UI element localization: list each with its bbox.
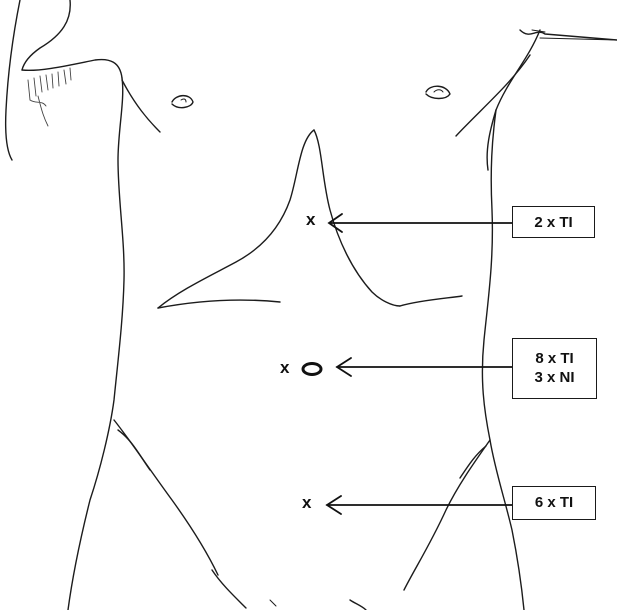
- left-shoulder-outline: [22, 0, 70, 70]
- marker-x-umbilical: x: [280, 359, 289, 376]
- left-nipple: [172, 96, 193, 108]
- label-box-lower: 6 x TI: [512, 486, 596, 520]
- pubic-line-left: [212, 570, 246, 608]
- subcostal-left: [158, 300, 280, 308]
- label-box-umbilical: 8 x TI 3 x NI: [512, 338, 597, 399]
- inguinal-right: [404, 440, 490, 590]
- pubic-line-right: [350, 600, 366, 610]
- inguinal-left: [114, 420, 218, 575]
- marker-x-lower: x: [302, 494, 311, 511]
- left-arm-outline: [6, 0, 20, 160]
- inguinal-left-inner: [118, 430, 150, 470]
- label-lower-line-1: 6 x TI: [513, 493, 595, 512]
- left-flank-outline: [68, 78, 124, 610]
- left-chest-line: [122, 80, 160, 132]
- umbilicus-circle: [303, 364, 321, 375]
- right-nipple: [426, 86, 450, 98]
- rib-cage-right: [314, 130, 400, 306]
- left-axilla-outline: [22, 60, 122, 78]
- label-umbilical-line-2: 3 x NI: [513, 368, 596, 387]
- label-upper-line-1: 2 x TI: [513, 213, 594, 232]
- label-umbilical-line-1: 8 x TI: [513, 349, 596, 368]
- left-shoulder-shading: [28, 68, 71, 126]
- rib-cage-left: [158, 130, 314, 308]
- right-axilla-outline: [456, 55, 530, 136]
- right-arm-outline: [487, 30, 540, 170]
- marker-x-upper: x: [306, 211, 315, 228]
- arrow-umbilical: [337, 358, 512, 376]
- arrow-upper: [329, 214, 512, 232]
- label-box-upper: 2 x TI: [512, 206, 595, 238]
- arrow-lower: [327, 496, 512, 514]
- subcostal-right: [400, 296, 462, 306]
